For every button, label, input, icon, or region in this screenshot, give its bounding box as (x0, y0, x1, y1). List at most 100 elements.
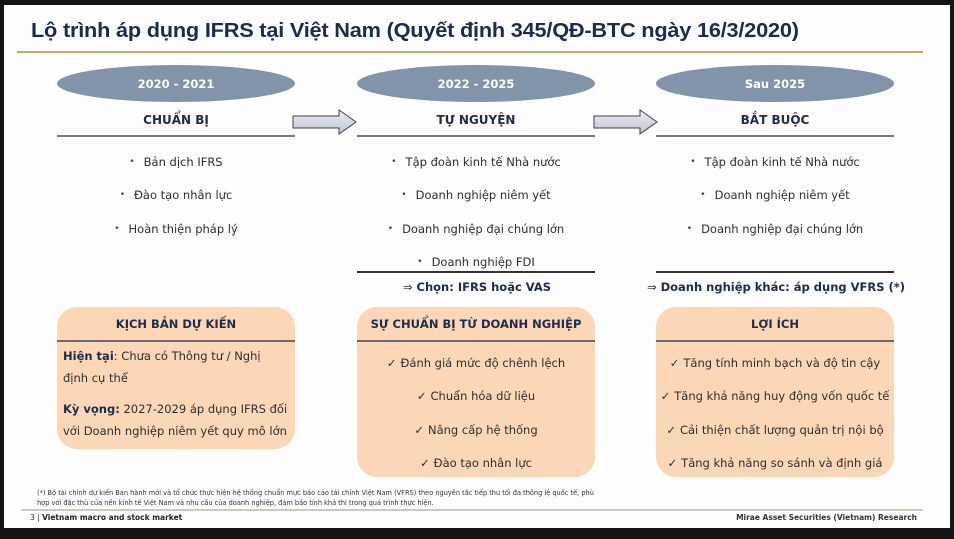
bullet-icon: • (387, 223, 394, 234)
check-icon: ✓ (666, 422, 676, 437)
bullet-list: •Bản dịch IFRS • Đào tạo nhân lực • Hoàn t… (57, 145, 295, 246)
slide: Lộ trình áp dụng IFRS tại Việt Nam (Quyế… (4, 5, 950, 528)
text: Chưa có Thông tư / Nghị định cụ thể (63, 349, 261, 385)
bullet-icon: • (690, 156, 696, 167)
divider (357, 135, 595, 137)
list-item-text: Tập đoàn kinh tế Nhà nước (405, 154, 561, 169)
check-text: Tăng khả năng so sánh và định giá (681, 456, 883, 471)
box-title: LỢI ÍCH (656, 307, 894, 342)
check-item: ✓Tăng khả năng so sánh và định giá (656, 447, 894, 481)
bullet-list: • Tập đoàn kinh tế Nhà nước • Doanh nghiệp… (656, 145, 894, 246)
check-item: ✓Tăng tính minh bạch và độ tin cậy (656, 346, 894, 380)
text: 2027-2029 áp dụng IFRS đối với Doanh ngh… (63, 402, 288, 438)
bullet-icon: • (686, 223, 693, 234)
check-item: ✓Đánh giá mức độ chênh lệch (357, 346, 595, 380)
separator: : (113, 349, 118, 363)
footer-section: 3 | Vietnam macro and stock market (30, 513, 182, 522)
list-item-text: Doanh nghiệp đại chúng lớn (701, 221, 864, 236)
bullet-list: • Tập đoàn kinh tế Nhà nước • Doanh nghiệp… (357, 145, 595, 279)
section-name: Vietnam macro and stock market (42, 513, 183, 522)
list-item: • Tập đoàn kinh tế Nhà nước (656, 145, 894, 179)
divider (656, 271, 894, 273)
conclusion-text: Chọn: IFRS hoặc VAS (416, 280, 552, 294)
check-text: Nâng cấp hệ thống (427, 422, 538, 437)
bullet-icon: • (114, 223, 120, 234)
check-text: Chuẩn hóa dữ liệu (430, 389, 536, 404)
list-item: • Tập đoàn kinh tế Nhà nước (357, 145, 595, 179)
bullet-icon: • (119, 190, 126, 201)
check-icon: ✓ (414, 422, 424, 437)
check-icon: ✓ (667, 456, 678, 471)
footnote: (*) Bộ tài chính dự kiến Ban hành mới và… (37, 489, 594, 507)
list-item: • Hoàn thiện pháp lý (57, 212, 295, 246)
phase-title: BẮT BUỘC (740, 113, 810, 127)
footer-divider (21, 509, 923, 511)
bullet-icon: • (700, 190, 706, 201)
arrow-right-icon (593, 109, 658, 135)
bullet-icon: • (129, 156, 135, 167)
period-ellipse: 2022 - 2025 (357, 65, 595, 102)
title-underline (17, 51, 923, 53)
check-icon: ✓ (660, 389, 671, 404)
list-item: • Doanh nghiệp niêm yết (357, 179, 595, 213)
scenario-box: KỊCH BẢN DỰ KIẾN Hiện tại: Chưa có Thông… (57, 307, 295, 449)
footer-separator: | (34, 513, 43, 522)
current-status: Hiện tại: Chưa có Thông tư / Nghị định c… (57, 342, 295, 389)
list-item-text: Doanh nghiệp niêm yết (415, 188, 551, 203)
period-ellipse: Sau 2025 (656, 65, 894, 102)
check-list: ✓Tăng tính minh bạch và độ tin cậy ✓Tăng… (656, 342, 894, 486)
check-icon: ✓ (386, 355, 397, 370)
divider (57, 135, 295, 137)
arrow-right-icon (292, 109, 357, 135)
list-item-text: Doanh nghiệp niêm yết (714, 188, 850, 203)
list-item-text: Doanh nghiệp FDI (431, 255, 535, 270)
check-text: Tăng khả năng huy động vốn quốc tế (674, 389, 890, 404)
phase-title: TỰ NGUYỆN (436, 113, 516, 127)
box-title: KỊCH BẢN DỰ KIẾN (57, 307, 295, 342)
check-icon: ✓ (420, 456, 430, 471)
check-list: ✓Đánh giá mức độ chênh lệch ✓Chuẩn hóa d… (357, 342, 595, 486)
check-item: ✓Tăng khả năng huy động vốn quốc tế (656, 380, 894, 414)
bullet-icon: • (391, 156, 397, 167)
check-text: Cải thiện chất lượng quản trị nội bộ (679, 422, 884, 437)
label: Hiện tại (63, 349, 114, 363)
list-item-text: Tập đoàn kinh tế Nhà nước (704, 154, 860, 169)
list-item-text: Doanh nghiệp đại chúng lớn (402, 221, 565, 236)
implies-arrow-icon: ⇒ (646, 280, 657, 294)
conclusion: ⇒Doanh nghiệp khác: áp dụng VFRS (*) (646, 280, 906, 294)
list-item: • Đào tạo nhân lực (57, 179, 295, 213)
list-item: • Doanh nghiệp đại chúng lớn (656, 212, 894, 246)
footer-source: Mirae Asset Securities (Vietnam) Researc… (736, 513, 917, 522)
list-item: •Bản dịch IFRS (57, 145, 295, 179)
list-item: • Doanh nghiệp đại chúng lớn (357, 212, 595, 246)
period-ellipse: 2020 - 2021 (57, 65, 295, 102)
check-icon: ✓ (669, 355, 680, 370)
benefits-box: LỢI ÍCH ✓Tăng tính minh bạch và độ tin c… (656, 307, 894, 477)
label: Kỳ vọng: (63, 402, 120, 416)
implies-arrow-icon: ⇒ (402, 280, 413, 294)
period-label: 2022 - 2025 (437, 76, 515, 91)
check-text: Tăng tính minh bạch và độ tin cậy (683, 355, 881, 370)
conclusion: ⇒Chọn: IFRS hoặc VAS (349, 280, 605, 294)
list-item: • Doanh nghiệp FDI (357, 246, 595, 280)
list-item-text: Đào tạo nhân lực (134, 188, 233, 203)
check-icon: ✓ (416, 389, 427, 404)
page-title: Lộ trình áp dụng IFRS tại Việt Nam (Quyế… (31, 19, 799, 42)
period-label: 2020 - 2021 (137, 76, 215, 91)
preparation-box: SỰ CHUẨN BỊ TỪ DOANH NGHIỆP ✓Đánh giá mứ… (357, 307, 595, 477)
box-title: SỰ CHUẨN BỊ TỪ DOANH NGHIỆP (357, 307, 595, 342)
check-text: Đánh giá mức độ chênh lệch (400, 355, 566, 370)
conclusion-text: Doanh nghiệp khác: áp dụng VFRS (*) (660, 280, 906, 294)
list-item: • Doanh nghiệp niêm yết (656, 179, 894, 213)
check-item: ✓Nâng cấp hệ thống (357, 413, 595, 447)
check-item: ✓Đào tạo nhân lực (357, 447, 595, 481)
check-text: Đào tạo nhân lực (433, 456, 532, 471)
bullet-icon: • (417, 257, 423, 268)
list-item-text: Hoàn thiện pháp lý (128, 221, 238, 236)
divider (357, 271, 595, 273)
check-item: ✓Chuẩn hóa dữ liệu (357, 380, 595, 414)
phase-title: CHUẨN BỊ (143, 113, 209, 127)
bullet-icon: • (401, 190, 407, 201)
divider (656, 135, 894, 137)
page-number: 3 (30, 513, 35, 522)
